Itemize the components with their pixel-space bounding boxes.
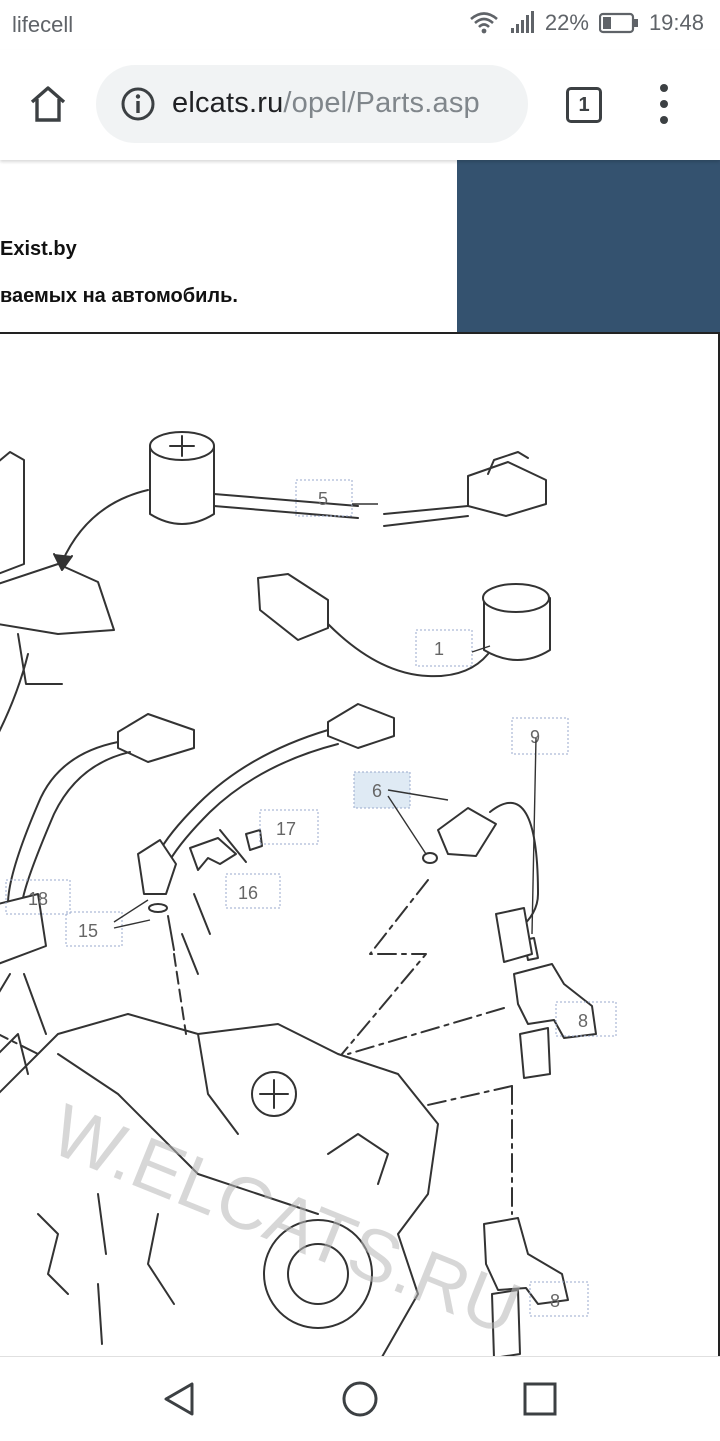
parts-diagram[interactable]: 5 1 9 6 17 18 16 15 8 8 W.ELCATS.RU [0, 332, 720, 1356]
description-text: ваемых на автомобиль. [0, 285, 238, 307]
callout-label[interactable]: 15 [78, 921, 98, 941]
callout-label[interactable]: 8 [578, 1011, 588, 1031]
more-vert-icon [660, 84, 668, 124]
callout-label[interactable]: 5 [318, 489, 328, 509]
wifi-icon [469, 10, 499, 36]
callout-label[interactable]: 1 [434, 639, 444, 659]
tab-switcher-button[interactable]: 1 [566, 87, 602, 123]
home-button[interactable] [24, 80, 72, 128]
home-nav-button[interactable] [340, 1379, 380, 1424]
callout-label[interactable]: 9 [530, 727, 540, 747]
site-link-text[interactable]: Exist.by [0, 238, 77, 260]
callout-label[interactable]: 6 [372, 781, 382, 801]
square-recents-icon [523, 1382, 557, 1416]
clock: 19:48 [648, 10, 704, 35]
url-path: /opel/Parts.asp [283, 87, 480, 119]
url-text[interactable]: elcats.ru/opel/Parts.asp [172, 87, 480, 120]
browser-toolbar: elcats.ru/opel/Parts.asp 1 [0, 50, 720, 160]
sidebar-panel [457, 160, 720, 332]
status-bar: lifecell 22% [0, 0, 720, 50]
address-bar[interactable]: elcats.ru/opel/Parts.asp [96, 65, 528, 143]
callout-label[interactable]: 17 [276, 819, 296, 839]
info-icon[interactable] [120, 86, 156, 122]
home-icon [30, 86, 66, 122]
web-page: Exist.by ваемых на автомобиль. [0, 160, 720, 1356]
battery-icon [598, 12, 639, 34]
triangle-back-icon [164, 1382, 194, 1416]
back-button[interactable] [160, 1379, 200, 1424]
callout-label[interactable]: 16 [238, 883, 258, 903]
battery-percent: 22% [544, 10, 589, 35]
carrier-name: lifecell [12, 12, 74, 37]
parts-diagram-drawing: 5 1 9 6 17 18 16 15 8 8 W.ELCATS.RU [0, 431, 617, 1356]
overflow-menu-button[interactable] [650, 80, 678, 128]
circle-home-icon [342, 1381, 378, 1417]
system-nav-bar [0, 1356, 720, 1441]
status-icons: 22% 19:48 [469, 10, 704, 36]
cell-signal-icon [509, 11, 535, 35]
callout-label[interactable]: 18 [28, 889, 48, 909]
callout-label[interactable]: 8 [550, 1291, 560, 1311]
url-domain: elcats.ru [172, 87, 284, 119]
recents-button[interactable] [522, 1381, 558, 1422]
